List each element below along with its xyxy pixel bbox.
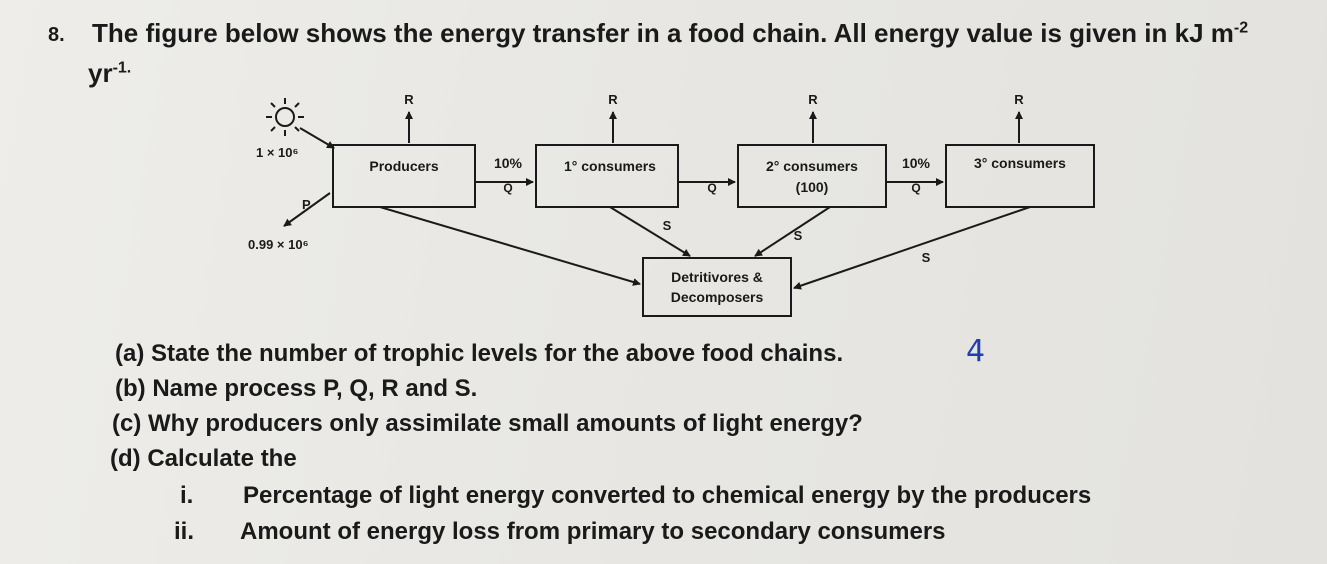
part-d-ii: Amount of energy loss from primary to se…: [240, 518, 946, 545]
process-q-label-2: Q: [707, 181, 716, 195]
producers-label: Producers: [369, 158, 438, 174]
secondary-consumers-value: (100): [796, 179, 829, 195]
transfer-percent-1: 10%: [494, 155, 523, 171]
part-d-i: Percentage of light energy converted to …: [243, 482, 1092, 509]
detritivores-box: [642, 257, 792, 317]
detritivores-label: Detritivores &: [671, 269, 763, 285]
part-c: (c) Why producers only assimilate small …: [112, 410, 863, 437]
question-number: 8.: [48, 24, 65, 46]
part-d-i-number: i.: [180, 482, 194, 509]
secondary-to-decomposers-arrow: [754, 206, 831, 257]
primary-consumers-label: 1° consumers: [564, 158, 656, 174]
input-energy-label: 1 × 10⁶: [256, 145, 299, 160]
process-s-label-1: S: [663, 218, 672, 233]
decomposers-label: Decomposers: [671, 289, 764, 305]
handwritten-answer-a: 4: [966, 334, 986, 369]
process-r-label-1: R: [404, 92, 414, 107]
process-p-arrow: [283, 192, 331, 227]
question-stem-line2: yr-1.: [88, 58, 131, 89]
secondary-consumers-box: [737, 144, 887, 208]
process-p-label: P: [302, 197, 311, 212]
part-a: (a) State the number of trophic levels f…: [115, 340, 844, 367]
part-b: (b) Name process P, Q, R and S.: [115, 375, 478, 402]
tertiary-consumers-box: [945, 144, 1095, 208]
part-d-ii-number: ii.: [174, 518, 195, 545]
primary-to-decomposers-arrow: [609, 206, 691, 257]
unit-exponent-m: -2: [1233, 19, 1249, 37]
process-s-label-2: S: [794, 228, 803, 243]
producers-box: [332, 144, 476, 208]
process-q-label-3: Q: [911, 181, 920, 195]
process-r-label-3: R: [808, 92, 818, 107]
light-input-arrow: [299, 127, 335, 149]
tertiary-to-decomposers-arrow: [793, 206, 1031, 290]
unit-yr: yr: [88, 58, 113, 88]
secondary-consumers-label: 2° consumers: [766, 158, 858, 174]
transfer-percent-3: 10%: [902, 155, 931, 171]
reflected-energy-label: 0.99 × 10⁶: [248, 237, 309, 252]
sun-icon: [266, 98, 304, 136]
primary-consumers-box: [535, 144, 679, 208]
tertiary-consumers-label: 3° consumers: [974, 155, 1066, 171]
process-r-label-4: R: [1014, 92, 1024, 107]
process-r-label-2: R: [608, 92, 618, 107]
producers-to-decomposers-arrow: [379, 206, 641, 286]
process-s-label-3: S: [922, 250, 931, 265]
process-q-label-1: Q: [503, 181, 512, 195]
unit-exponent-yr: -1.: [112, 59, 132, 77]
question-stem-text: The figure below shows the energy transf…: [92, 18, 1234, 48]
part-d: (d) Calculate the: [110, 445, 297, 472]
question-stem-line1: The figure below shows the energy transf…: [92, 18, 1248, 49]
